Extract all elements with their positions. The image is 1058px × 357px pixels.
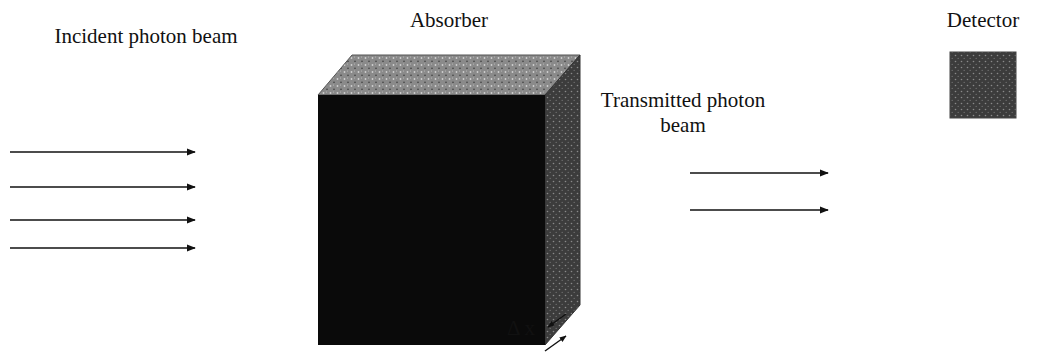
thickness-arrows [545, 314, 566, 351]
transmitted-label: Transmitted photon beam [588, 88, 778, 138]
detector-box [950, 52, 1016, 118]
transmitted-arrows [690, 173, 828, 210]
thickness-label: Δ x [507, 316, 535, 341]
detector-label: Detector [947, 8, 1019, 33]
absorber-cube [318, 55, 580, 345]
incident-label: Incident photon beam [54, 24, 237, 49]
incident-arrows [10, 152, 195, 248]
absorber-label: Absorber [410, 8, 488, 33]
